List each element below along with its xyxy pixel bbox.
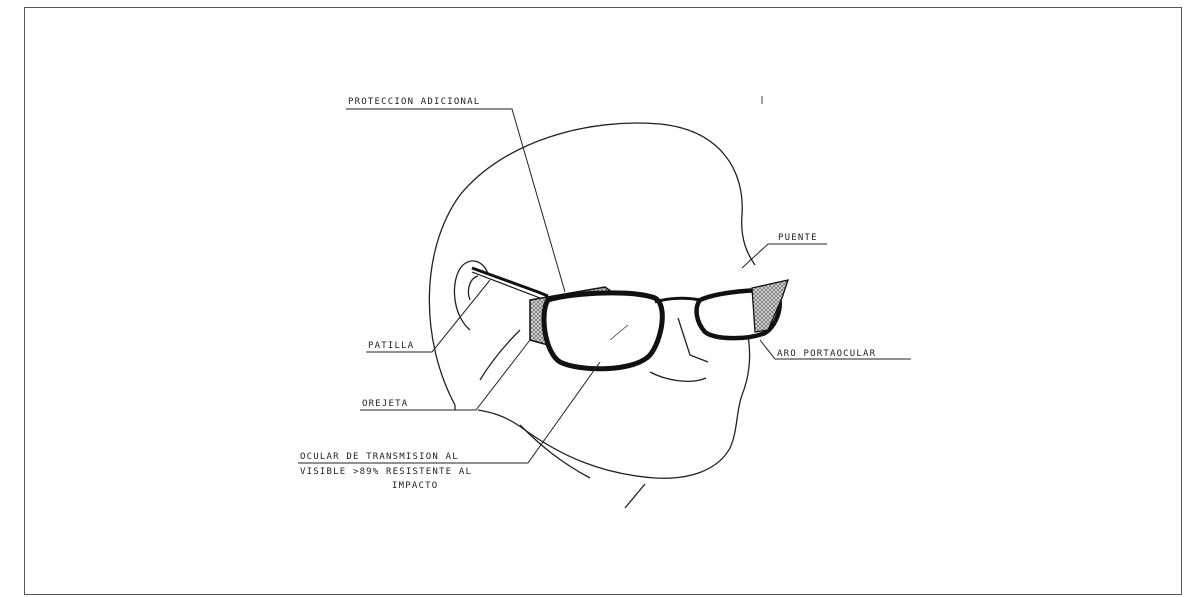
label-orejeta: OREJETA (362, 399, 408, 409)
label-proteccion-adicional: PROTECCION ADICIONAL (348, 97, 480, 107)
label-aro-portaocular: ARO PORTAOCULAR (777, 349, 876, 359)
leader-lines (298, 109, 911, 463)
label-ocular-line2: VISIBLE >89% RESISTENTE AL (300, 467, 472, 477)
label-ocular-line3: IMPACTO (392, 481, 438, 491)
label-ocular-line1: OCULAR DE TRANSMISION AL (300, 452, 459, 462)
label-puente: PUENTE (778, 233, 818, 243)
label-patilla: PATILLA (368, 341, 414, 351)
